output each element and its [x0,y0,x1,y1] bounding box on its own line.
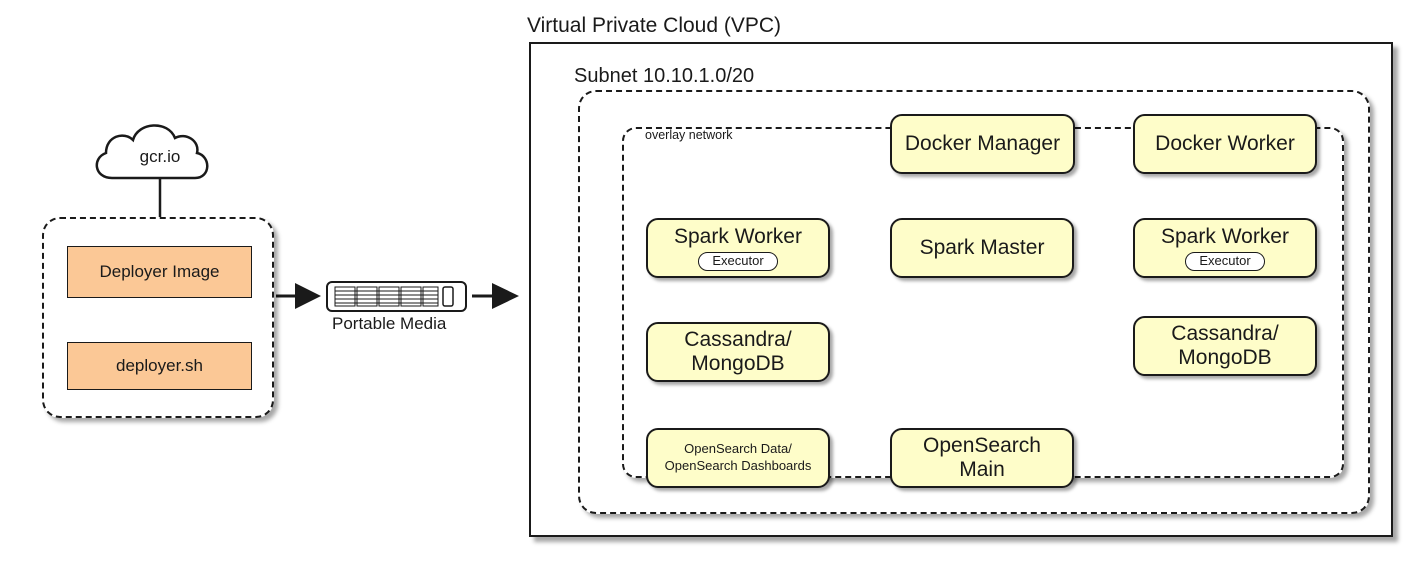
docker-manager-node: Docker Manager [890,114,1075,174]
vpc-label: Virtual Private Cloud (VPC) [527,14,782,37]
opensearch-data-node: OpenSearch Data/ OpenSearch Dashboards [646,428,830,488]
portable-media-icon [326,281,467,312]
docker-manager-label: Docker Manager [904,131,1061,155]
deployer-image-label: Deployer Image [99,262,220,281]
spark-worker-left-label: Spark Worker [674,225,802,249]
cassandra-left-node: Cassandra/ MongoDB [646,322,830,382]
portable-media-label: Portable Media [332,314,447,333]
overlay-network-label: overlay network [645,128,733,142]
cloud-icon [95,124,209,180]
opensearch-data-line1: OpenSearch Data/ [684,441,792,457]
spark-worker-right-node: Spark Worker Executor [1133,218,1317,278]
subnet-label: Subnet 10.10.1.0/20 [574,65,755,87]
spark-worker-left-node: Spark Worker Executor [646,218,830,278]
arrow-to-media [276,283,321,309]
spark-master-label: Spark Master [919,235,1045,259]
opensearch-main-line2: Main [959,458,1005,481]
cassandra-right-node: Cassandra/ MongoDB [1133,316,1317,376]
deployer-script-box: deployer.sh [67,342,252,390]
docker-worker-label: Docker Worker [1155,131,1295,155]
executor-right-badge: Executor [1185,251,1265,271]
deployer-script-label: deployer.sh [116,356,203,375]
cassandra-right-line2: MongoDB [1178,346,1272,369]
cassandra-left-line1: Cassandra/ [684,327,792,351]
cassandra-right-line1: Cassandra/ [1171,321,1279,345]
docker-worker-node: Docker Worker [1133,114,1317,174]
spark-master-node: Spark Master [890,218,1074,278]
arrow-to-vpc [472,283,519,309]
overlay-network-container [622,127,1344,478]
spark-worker-right-label: Spark Worker [1161,225,1289,249]
opensearch-main-node: OpenSearch Main [890,428,1074,488]
opensearch-main-line1: OpenSearch [923,433,1041,457]
opensearch-data-line2: OpenSearch Dashboards [664,458,812,473]
executor-left-badge: Executor [698,251,778,271]
cassandra-left-line2: MongoDB [691,352,785,375]
deployer-image-box: Deployer Image [67,246,252,298]
registry-label: gcr.io [139,147,181,166]
